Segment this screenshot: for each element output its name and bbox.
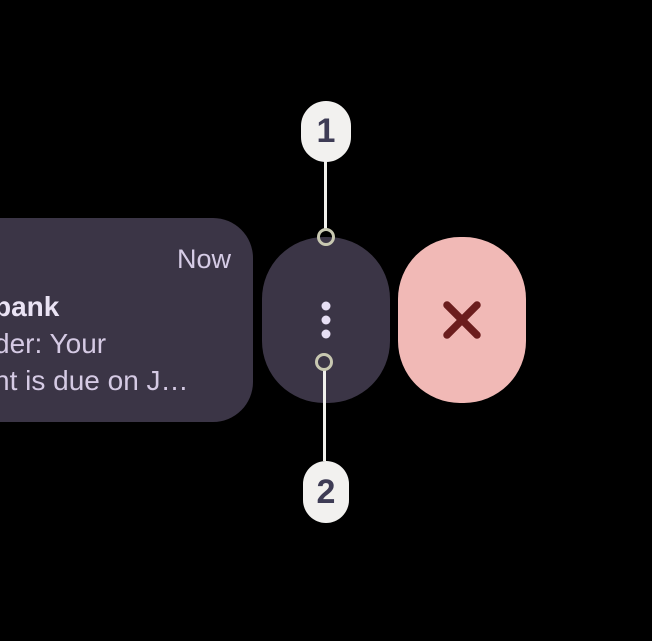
dismiss-notification-button[interactable] [398,237,526,403]
callout-badge-2-number: 2 [316,472,336,511]
callout-badge-1: 1 [301,101,351,162]
callout-line-1 [324,159,327,230]
close-x-icon [443,301,481,339]
notification-content: bank der: Your nt is due on J… [0,288,274,399]
ellipsis-dot [321,329,331,339]
callout-anchor-1 [317,228,335,246]
notification-title: bank [0,291,60,322]
notification-card[interactable]: Now bank der: Your nt is due on J… [0,218,253,422]
callout-badge-2: 2 [303,461,349,523]
ellipsis-dot [321,301,331,311]
notification-body-line-1: der: Your [0,328,107,359]
ellipsis-dot [321,315,331,325]
vertical-ellipsis-icon [321,301,331,339]
callout-anchor-2 [315,353,333,371]
notification-settings-button[interactable] [262,237,390,403]
notification-body-line-2: nt is due on J… [0,365,189,396]
callout-line-2 [323,370,326,461]
callout-badge-1-number: 1 [316,112,336,150]
notification-timestamp: Now [176,244,231,274]
